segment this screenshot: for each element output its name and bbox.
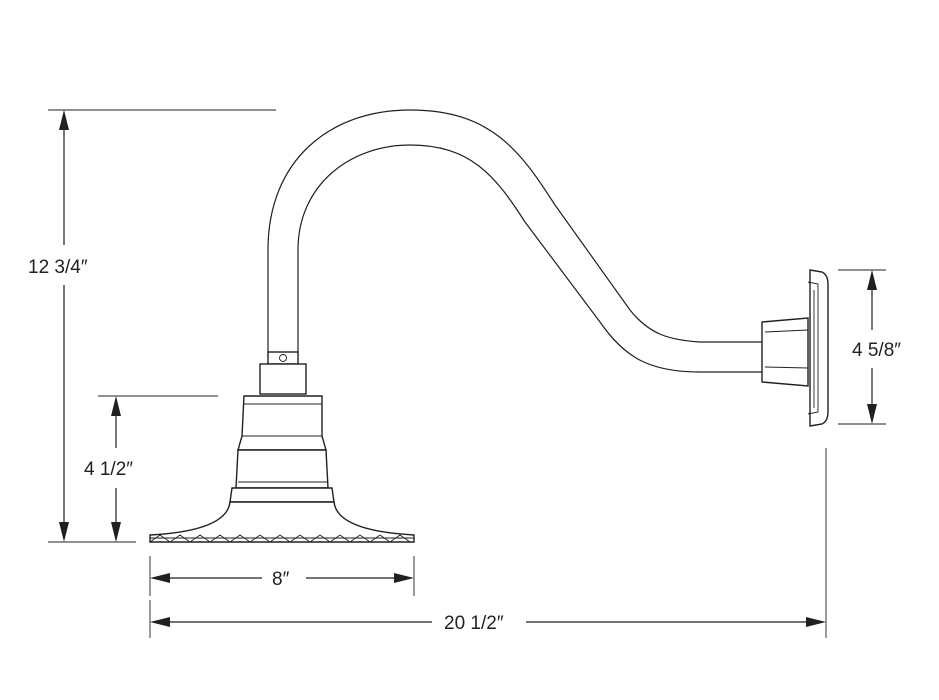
dimension-total-height: 12 3/4″ bbox=[28, 109, 276, 543]
set-screw-icon bbox=[279, 354, 287, 362]
lamp-shade bbox=[149, 351, 415, 543]
label-shade-width: 8″ bbox=[272, 569, 290, 590]
arrow-up-icon bbox=[111, 396, 121, 416]
arrow-up-icon bbox=[867, 270, 877, 290]
label-backplate-height: 4 5/8″ bbox=[852, 340, 901, 361]
arrow-right-icon bbox=[806, 617, 826, 627]
gooseneck-arm bbox=[267, 109, 765, 373]
arrow-up-icon bbox=[59, 110, 69, 130]
arrow-down-icon bbox=[59, 522, 69, 542]
arrow-down-icon bbox=[867, 404, 877, 424]
label-total-height: 12 3/4″ bbox=[28, 257, 88, 278]
arrow-left-icon bbox=[150, 573, 170, 583]
label-overall-length: 20 1/2″ bbox=[444, 613, 504, 634]
dimension-shade-width: 8″ bbox=[149, 556, 415, 596]
arrow-right-icon bbox=[394, 573, 414, 583]
dimension-overall-length: 20 1/2″ bbox=[149, 448, 827, 638]
arrow-down-icon bbox=[111, 522, 121, 542]
wall-mount bbox=[761, 269, 829, 427]
arrow-left-icon bbox=[150, 617, 170, 627]
dimension-shade-height: 4 1/2″ bbox=[84, 395, 218, 542]
dimension-backplate-height: 4 5/8″ bbox=[838, 269, 901, 425]
label-shade-height: 4 1/2″ bbox=[84, 459, 133, 480]
arm-collar bbox=[761, 317, 809, 387]
backplate bbox=[809, 269, 829, 427]
